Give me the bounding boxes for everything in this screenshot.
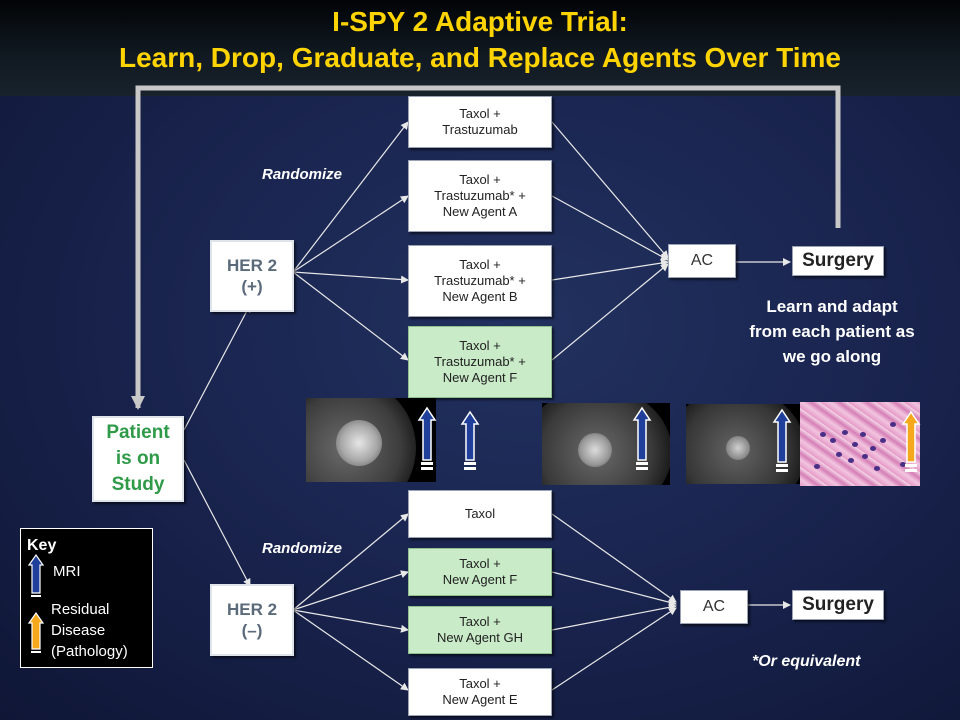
key-icons [27, 553, 45, 653]
arrow-neg-arm-2-to-ac [551, 571, 677, 607]
footnote: *Or equivalent [752, 653, 861, 670]
surgery-box-neg: Surgery [792, 590, 884, 620]
neg-arm-1-line-1: Taxol [464, 506, 496, 521]
key-residual-line-3: (Pathology) [51, 643, 128, 660]
learn-line-3: we go along [782, 347, 882, 366]
pos-arm-2-line-2: Trastuzumab* + [434, 188, 526, 203]
neg-arm-1-box: Taxol [408, 490, 552, 538]
arrow-neg-arm-1 [292, 513, 409, 611]
key-residual-label: Residual Disease (Pathology) [51, 599, 128, 662]
her2-pos-line-2: (+) [241, 277, 263, 296]
her2-negative-box: HER 2 (–) [210, 584, 294, 656]
arrow-pos-arm-3 [292, 271, 409, 284]
ac-box-pos: AC [668, 244, 736, 278]
key-title: Key [27, 537, 57, 554]
neg-arm-4-line-1: Taxol + [459, 676, 501, 691]
pos-arm-4-line-2: Trastuzumab* + [434, 354, 526, 369]
pos-arm-2-line-1: Taxol + [459, 172, 501, 187]
mri-up-arrow-3 [632, 406, 652, 470]
pos-arm-3-line-1: Taxol + [459, 257, 501, 272]
pos-arm-4-line-3: New Agent F [442, 370, 518, 385]
title-line-1: I-SPY 2 Adaptive Trial: [332, 6, 628, 37]
learn-adapt-text: Learn and adapt from each patient as we … [712, 294, 952, 369]
arrow-neg-arm-3 [292, 609, 409, 633]
pos-arm-2-line-3: New Agent A [442, 204, 518, 219]
arrow-pos-arm-4-to-ac [551, 263, 669, 361]
neg-arm-3-box: Taxol + New Agent GH [408, 606, 552, 654]
arrow-neg-arm-4 [292, 609, 409, 691]
ac-box-neg: AC [680, 590, 748, 624]
mri-up-arrow-2 [460, 410, 480, 470]
her2-positive-box: HER 2 (+) [210, 240, 294, 312]
her2-pos-line-1: HER 2 [226, 256, 278, 275]
key-pathology-arrow-icon [27, 611, 45, 653]
arrow-neg-arm-1-to-ac [551, 513, 677, 603]
arrow-pos-arm-4 [292, 271, 409, 361]
randomize-label-pos: Randomize [262, 166, 343, 183]
key-residual-line-2: Disease [51, 622, 106, 639]
patient-line-3: Study [111, 474, 165, 495]
pos-arm-4-line-1: Taxol + [459, 338, 501, 353]
arrow-patient-to-her2-pos [183, 304, 251, 431]
arrow-neg-arm-3-to-ac [551, 603, 677, 631]
mri-up-arrow-1 [417, 406, 437, 470]
surgery-box-pos: Surgery [792, 246, 884, 276]
title-bar: I-SPY 2 Adaptive Trial: Learn, Drop, Gra… [0, 0, 960, 96]
mri-image-2 [542, 403, 670, 485]
mri-image-1 [306, 398, 436, 482]
pathology-up-arrow [901, 410, 921, 472]
her2-neg-line-2: (–) [241, 621, 263, 640]
patient-on-study-box: Patient is on Study [92, 416, 184, 502]
patient-line-1: Patient [106, 422, 170, 443]
legend-key: Key MRI Residual Disease (Pathology) [20, 528, 153, 668]
learn-line-1: Learn and adapt [766, 297, 898, 316]
pos-arm-3-line-2: Trastuzumab* + [434, 273, 526, 288]
pos-arm-1-line-1: Taxol + [459, 106, 501, 121]
neg-arm-2-line-1: Taxol + [459, 556, 501, 571]
pathology-histology-image [800, 402, 920, 486]
mri-up-arrow-4 [772, 408, 792, 472]
arrow-patient-to-her2-neg [183, 459, 251, 587]
arrow-neg-arm-4-to-ac [551, 607, 677, 691]
arrow-pos-arm-1 [292, 121, 409, 273]
pos-arm-3-line-3: New Agent B [442, 289, 518, 304]
title-line-2: Learn, Drop, Graduate, and Replace Agent… [119, 42, 841, 73]
neg-arm-3-line-1: Taxol + [459, 614, 501, 629]
feedback-loop-line [131, 85, 841, 410]
pos-arm-3-box: Taxol + Trastuzumab* + New Agent B [408, 245, 552, 317]
neg-arm-4-box: Taxol + New Agent E [408, 668, 552, 716]
patient-line-2: is on [115, 448, 161, 469]
pos-arm-1-box: Taxol + Trastuzumab [408, 96, 552, 148]
key-residual-line-1: Residual [51, 601, 110, 618]
pos-arm-1-line-2: Trastuzumab [442, 122, 518, 137]
neg-arm-3-line-2: New Agent GH [437, 630, 523, 645]
her2-neg-line-1: HER 2 [226, 600, 278, 619]
neg-arm-2-box: Taxol + New Agent F [408, 548, 552, 596]
pos-arm-4-box: Taxol + Trastuzumab* + New Agent F [408, 326, 552, 398]
learn-line-2: from each patient as [749, 322, 915, 341]
arrow-pos-arm-2 [292, 195, 409, 273]
key-mri-arrow-icon [27, 553, 45, 597]
randomize-label-neg: Randomize [262, 540, 343, 557]
arrow-pos-arm-1-to-ac [551, 121, 669, 259]
neg-arm-4-line-2: New Agent E [442, 692, 518, 707]
arrow-neg-arm-2 [292, 570, 409, 611]
neg-arm-2-line-2: New Agent F [442, 572, 518, 587]
key-mri-label: MRI [53, 563, 81, 580]
arrow-pos-arm-2-to-ac [551, 195, 669, 261]
pos-arm-2-box: Taxol + Trastuzumab* + New Agent A [408, 160, 552, 232]
arrow-pos-arm-3-to-ac [551, 259, 669, 281]
